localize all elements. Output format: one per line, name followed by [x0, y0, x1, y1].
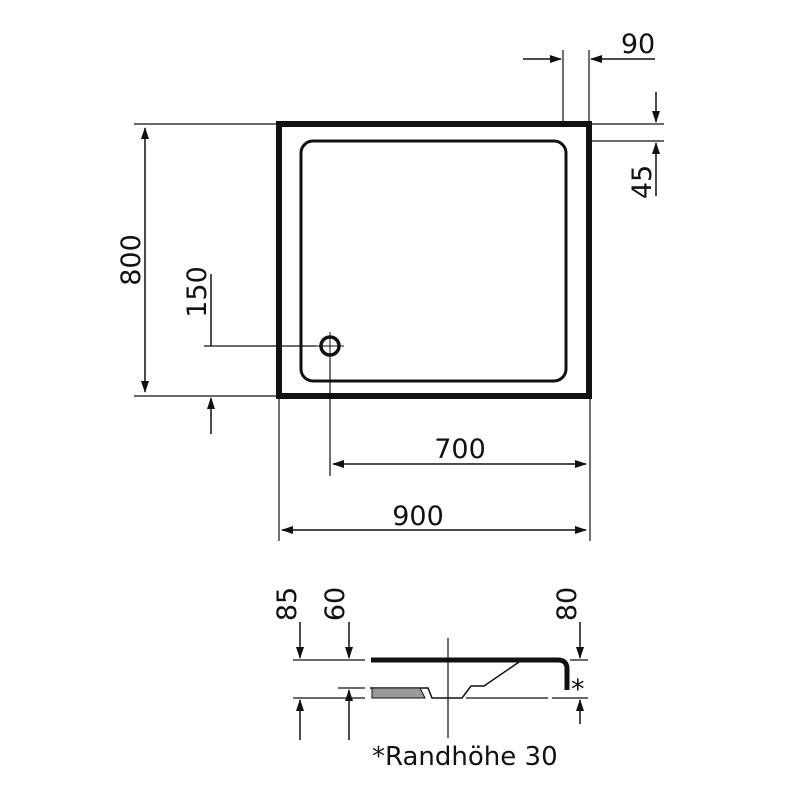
dim-section-80-label: 80 [552, 587, 583, 621]
section-floor-hatch [371, 687, 426, 699]
dim-rim-label: 90 [621, 29, 655, 60]
section-view [370, 638, 570, 738]
dim-width-label: 900 [392, 501, 444, 532]
dim-depth-label: 800 [116, 234, 147, 286]
plan-view [276, 121, 592, 399]
dim-drain-offset: 150 [182, 266, 316, 434]
dim-rim-depth: 45 [592, 92, 664, 199]
dim-drain-to-edge: 700 [329, 360, 591, 476]
dim-depth: 800 [116, 123, 279, 397]
dim-width: 900 [278, 399, 591, 541]
footnote-rim-height: *Randhöhe 30 [372, 742, 558, 772]
dim-section-60: 60 [320, 587, 365, 740]
dim-section-80: 80 * [552, 587, 588, 724]
rim-height-asterisk: * [571, 674, 585, 705]
dim-rim: 90 [523, 29, 655, 121]
tray-basin [299, 139, 568, 383]
dim-section-60-label: 60 [320, 587, 351, 621]
dim-rim-depth-label: 45 [627, 165, 658, 199]
dim-drain-offset-label: 150 [182, 266, 213, 318]
dim-section-85: 85 [272, 587, 365, 740]
tray-outline [276, 121, 592, 399]
drain-icon [316, 332, 344, 360]
section-top-surface [371, 657, 570, 690]
dim-section-85-label: 85 [272, 587, 303, 621]
section-bottom-surface [370, 661, 520, 699]
dim-drain-to-edge-label: 700 [434, 434, 486, 465]
